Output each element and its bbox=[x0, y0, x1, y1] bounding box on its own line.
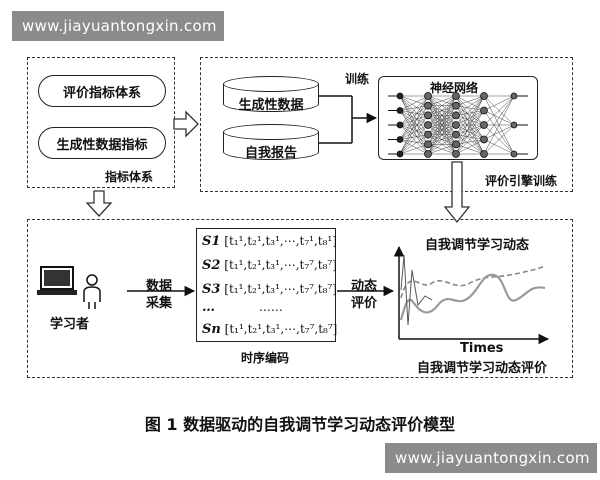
neuron-node bbox=[452, 150, 460, 158]
neuron-node bbox=[452, 101, 460, 110]
hollow-arrow-down-left bbox=[85, 190, 113, 217]
figure-caption: 图 1 数据驱动的自我调节学习动态评价模型 bbox=[144, 415, 456, 434]
evaluation-box bbox=[27, 219, 573, 378]
neuron-node bbox=[480, 92, 488, 100]
indicator-item-evaluation: 评价指标体系 bbox=[38, 75, 166, 107]
neuron-node bbox=[480, 135, 488, 144]
dynamic-eval-label-2: 评价 bbox=[351, 296, 378, 311]
neuron-node bbox=[396, 150, 404, 158]
neuron-node bbox=[480, 150, 488, 158]
watermark-bottom: www.jiayuantongxin.com bbox=[385, 443, 597, 473]
neural-network-graphic bbox=[388, 92, 528, 158]
data-store-self-report: 自我报告 bbox=[223, 124, 319, 161]
indicator-item-generative: 生成性数据指标 bbox=[38, 127, 166, 159]
neuron-node bbox=[480, 121, 488, 129]
chart-axes bbox=[393, 245, 550, 345]
chart-bottom-label: 自我调节学习动态评价 bbox=[417, 361, 548, 376]
chart-curve-solid bbox=[399, 273, 546, 321]
neuron-node bbox=[452, 111, 460, 120]
neuron-node bbox=[424, 92, 432, 100]
sequence-box bbox=[196, 228, 336, 342]
neuron-node bbox=[424, 150, 432, 158]
train-connector bbox=[319, 95, 378, 144]
sequence-row-s1: S1 [t₁¹,t₂¹,t₃¹,⋯,t₇¹,t₈¹] bbox=[202, 234, 337, 249]
chart-curve-spiky bbox=[400, 254, 433, 326]
learner-icon bbox=[37, 266, 101, 309]
neuron-node bbox=[424, 111, 432, 120]
sequence-row-ellipsis: … …… bbox=[202, 300, 283, 315]
train-label: 训练 bbox=[345, 72, 370, 86]
engine-training-box bbox=[200, 57, 573, 192]
neuron-node bbox=[510, 92, 518, 100]
neuron-node bbox=[510, 150, 518, 158]
neuron-node bbox=[480, 106, 488, 115]
neuron-node bbox=[452, 121, 460, 129]
neuron-node bbox=[424, 121, 432, 129]
chart-title: 自我调节学习动态 bbox=[425, 238, 530, 253]
data-store-self-report-label: 自我报告 bbox=[244, 146, 297, 161]
hollow-arrow-right bbox=[173, 110, 199, 138]
neuron-node bbox=[424, 130, 432, 139]
neuron-node bbox=[396, 92, 404, 100]
sequence-label: 时序编码 bbox=[241, 351, 290, 365]
indicator-system-label: 指标体系 bbox=[105, 170, 154, 184]
data-store-generative: 生成性数据 bbox=[223, 76, 319, 113]
chart-curve-dashed bbox=[400, 265, 546, 299]
neuron-node bbox=[452, 140, 460, 149]
hollow-arrow-down-right bbox=[443, 161, 471, 224]
neuron-node bbox=[396, 107, 404, 114]
learner-label: 学习者 bbox=[50, 317, 90, 332]
engine-training-label: 评价引擎训练 bbox=[485, 174, 558, 188]
neuron-node bbox=[396, 121, 404, 129]
neural-network-title: 神经网络 bbox=[430, 81, 479, 95]
chart-xlabel: Times bbox=[460, 341, 504, 356]
collect-label-2: 采集 bbox=[146, 296, 173, 311]
neuron-node bbox=[510, 121, 518, 129]
data-store-generative-label: 生成性数据 bbox=[238, 98, 304, 113]
sequence-row-s3: S3 [t₁¹,t₂¹,t₃¹,⋯,t₇⁷,t₈⁷] bbox=[202, 282, 337, 297]
neuron-node bbox=[424, 101, 432, 110]
neuron-node bbox=[396, 136, 404, 143]
neuron-node bbox=[452, 130, 460, 139]
watermark-top: www.jiayuantongxin.com bbox=[12, 11, 224, 41]
sequence-row-s2: S2 [t₁¹,t₂¹,t₃¹,⋯,t₇⁷,t₈⁷] bbox=[202, 258, 337, 273]
sequence-row-sn: Sn [t₁¹,t₂¹,t₃¹,⋯,t₇⁷,t₈⁷] bbox=[202, 322, 338, 337]
neuron-node bbox=[452, 92, 460, 100]
neuron-node bbox=[424, 140, 432, 149]
